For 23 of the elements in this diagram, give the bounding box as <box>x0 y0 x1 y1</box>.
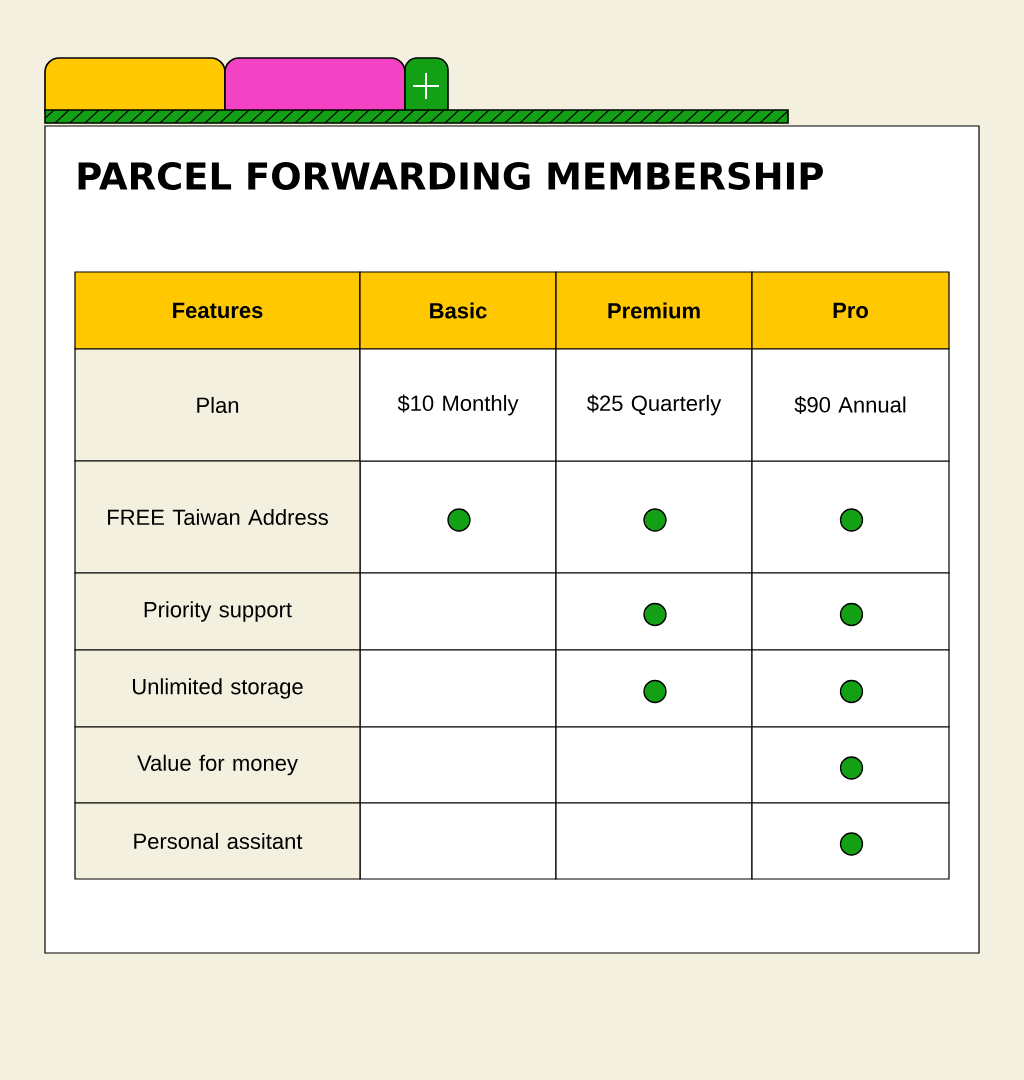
header-cell: Features <box>74 271 361 350</box>
header-cell: Basic <box>359 271 557 350</box>
table-cell: Personal assitant <box>74 802 361 880</box>
table-cell: $25 Quarterly <box>555 348 753 462</box>
table-cell: FREE Taiwan Address <box>74 460 361 574</box>
title: PARCEL FORWARDING MEMBERSHIP <box>78 162 823 190</box>
table-cell: Plan <box>74 348 361 462</box>
dot-icon <box>839 602 864 627</box>
header-cell: Pro <box>751 271 950 350</box>
header-cell: Premium <box>555 271 753 350</box>
table-cell: Value for money <box>74 726 361 804</box>
dot-icon <box>839 508 864 532</box>
dot-icon <box>643 679 667 704</box>
dot-icon <box>839 832 864 856</box>
dot-icon <box>839 679 864 704</box>
dot-icon <box>643 508 667 532</box>
dot-icon <box>643 602 667 627</box>
table-cell: $10 Monthly <box>359 348 557 462</box>
dot-icon <box>839 756 864 780</box>
dot-icon <box>447 508 471 532</box>
table-cell: Priority support <box>74 572 361 651</box>
table-cell: $90 Annual <box>751 348 950 462</box>
table-cell: Unlimited storage <box>74 649 361 728</box>
